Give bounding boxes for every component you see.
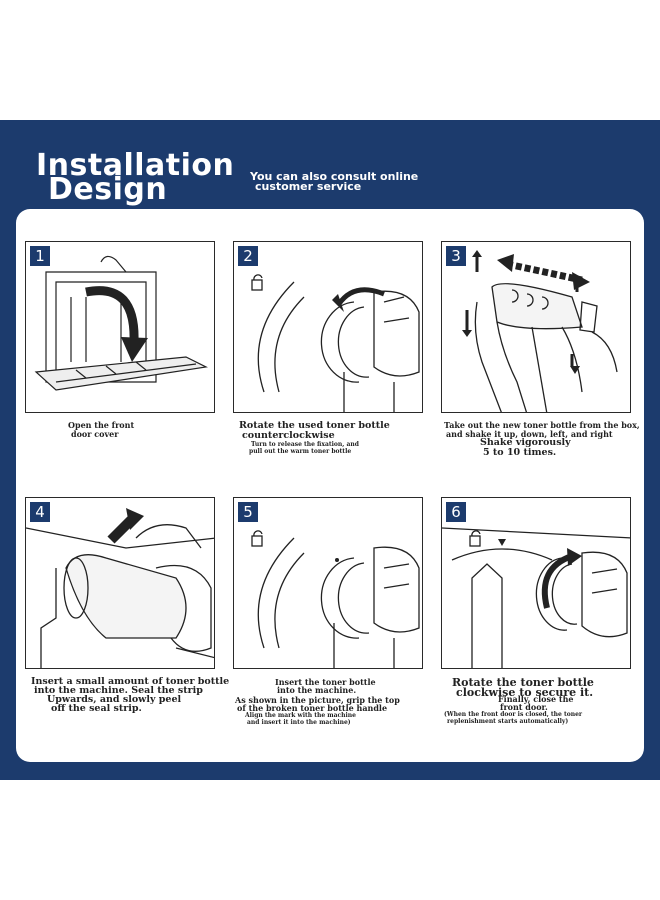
step-4-caption-line4: off the seal strip. xyxy=(51,703,142,714)
subtitle-line1: You can also consult online xyxy=(250,170,419,183)
step-number: 1 xyxy=(30,246,50,266)
step-5-caption-line1: Insert the toner bottle xyxy=(275,677,376,687)
page-title-line1: Installation xyxy=(36,148,235,183)
step-number: 2 xyxy=(238,246,258,266)
step-3-caption-line2: and shake it up, down, left, and right xyxy=(446,429,613,439)
step-number: 3 xyxy=(446,246,466,266)
step-5-caption-line3: As shown in the picture, grip the top xyxy=(235,695,400,705)
step-5-illustration: 5 xyxy=(233,497,423,669)
insert-bottle-illustration xyxy=(251,530,420,668)
rotate-clockwise-illustration xyxy=(442,527,630,668)
step-6-sub-line1: Finally, close the xyxy=(498,694,574,704)
step-3-caption-line1: Take out the new toner bottle from the b… xyxy=(444,420,640,430)
open-front-cover-illustration xyxy=(34,255,208,391)
step-number: 5 xyxy=(238,502,258,522)
step-2-caption-line1: Rotate the used toner bottle xyxy=(239,420,390,431)
step-2-illustration: 2 xyxy=(233,241,423,413)
step-3-illustration: 3 xyxy=(441,241,631,413)
step-3-emphasis-line1: Shake vigorously xyxy=(480,437,571,448)
step-3-emphasis-line2: 5 to 10 times. xyxy=(483,447,557,458)
step-5-caption-line2: into the machine. xyxy=(277,685,357,695)
step-6-note-line2: replenishment starts automatically) xyxy=(447,718,569,725)
step-4-caption-line1: Insert a small amount of toner bottle xyxy=(31,676,230,687)
step-number: 4 xyxy=(30,502,50,522)
rotate-counterclockwise-illustration xyxy=(251,274,420,412)
step-6-note-line1: (When the front door is closed, the tone… xyxy=(444,711,583,718)
step-5-note-line2: and insert it into the machine) xyxy=(247,719,351,726)
step-6-caption-line2: clockwise to secure it. xyxy=(456,686,594,699)
step-number: 6 xyxy=(446,502,466,522)
step-4-caption-line2: into the machine. Seal the strip xyxy=(34,685,203,696)
step-1-caption-line2: door cover xyxy=(71,429,119,439)
step-1-illustration: 1 xyxy=(25,241,215,413)
shake-bottle-illustration xyxy=(462,250,618,412)
step-4-caption-line3: Upwards, and slowly peel xyxy=(47,694,182,705)
step-6-sub-line2: front door. xyxy=(500,702,548,712)
subtitle-line2: customer service xyxy=(255,180,362,193)
step-2-note-line2: pull out the warm toner bottle xyxy=(249,448,352,455)
step-5-caption-line4: of the broken toner bottle handle xyxy=(237,703,388,713)
step-4-illustration: 4 xyxy=(25,497,215,669)
step-6-caption-line1: Rotate the toner bottle xyxy=(452,676,594,689)
step-6-illustration: 6 xyxy=(441,497,631,669)
peel-seal-strip-illustration xyxy=(26,508,214,668)
page-title-line2: Design xyxy=(48,172,168,207)
step-2-note-line1: Turn to release the fixation, and xyxy=(251,441,359,448)
step-2-caption-line2: counterclockwise xyxy=(242,430,335,441)
step-5-note-line1: Align the mark with the machine xyxy=(245,712,356,719)
step-1-caption-line1: Open the front xyxy=(68,420,135,430)
